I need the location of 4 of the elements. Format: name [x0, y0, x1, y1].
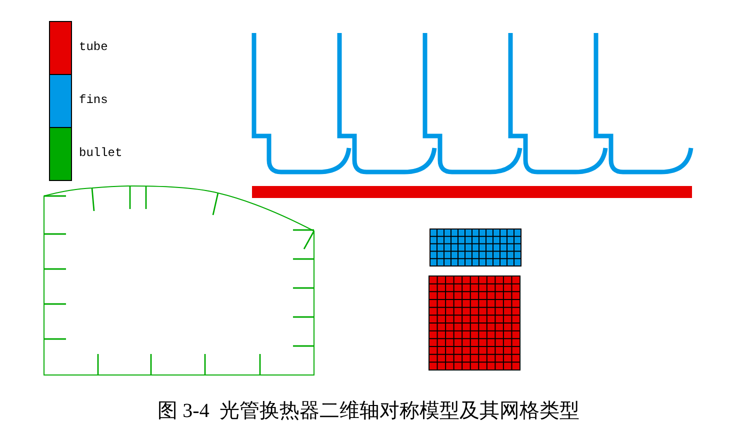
- legend-label: tube: [79, 40, 108, 54]
- figure-caption: 图 3-4 光管换热器二维轴对称模型及其网格类型: [156, 399, 580, 424]
- legend-label: fins: [79, 93, 108, 107]
- legend-label: bullet: [79, 146, 122, 160]
